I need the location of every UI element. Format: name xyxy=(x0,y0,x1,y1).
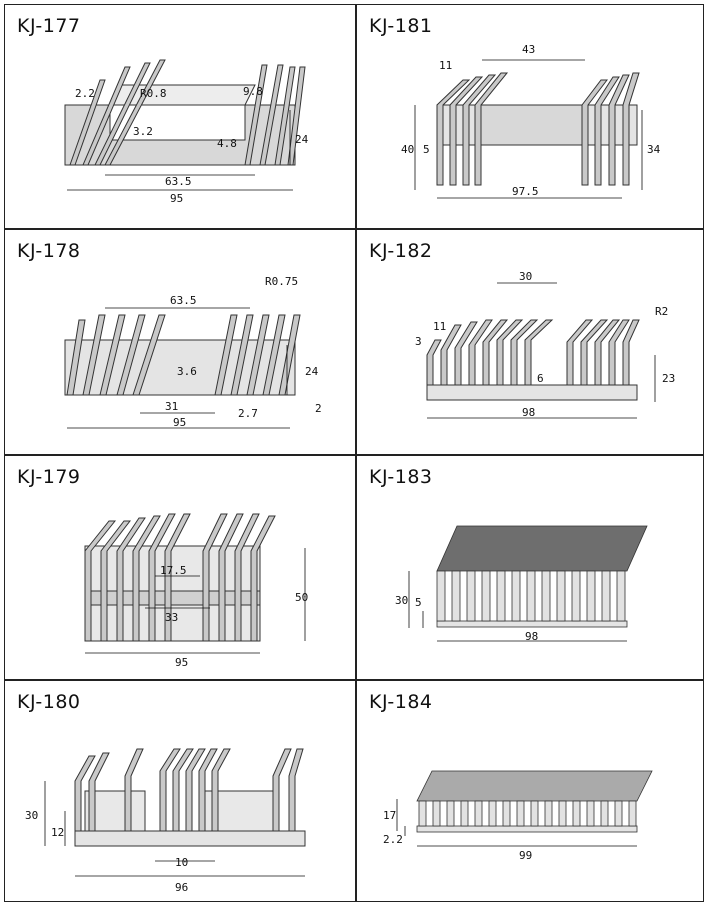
dim-50: 50 xyxy=(295,591,308,604)
model-label: KJ-179 xyxy=(17,466,81,488)
heatsink-drawing: 17.5 33 50 95 xyxy=(84,513,308,669)
dim-11: 11 xyxy=(433,320,446,333)
model-label: KJ-177 xyxy=(17,15,81,37)
catalog-grid: KJ-177 2.2 R0 xyxy=(4,4,704,902)
dim-12: 12 xyxy=(51,826,64,839)
heatsink-drawing: 30 5 98 xyxy=(395,525,648,643)
dim-63-5: 63.5 xyxy=(170,294,197,307)
profile-kj-178: KJ-178 xyxy=(5,230,353,453)
heatsink-drawing: 30 11 3 R2 6 23 98 xyxy=(415,270,675,419)
profile-kj-181: KJ-181 11 43 xyxy=(357,5,705,228)
dim-r0-8: R0.8 xyxy=(140,87,167,100)
column-divider xyxy=(355,5,357,901)
dim-23: 23 xyxy=(662,372,675,385)
dim-3: 3 xyxy=(415,335,422,348)
dim-33: 33 xyxy=(165,611,178,624)
model-label: KJ-178 xyxy=(17,240,81,262)
dim-24: 24 xyxy=(305,365,319,378)
dim-6: 6 xyxy=(537,372,544,385)
dim-r0-75: R0.75 xyxy=(265,275,298,288)
dim-30: 30 xyxy=(395,594,408,607)
heatsink-drawing: 2.2 R0.8 3.2 9.8 4.8 24 63.5 95 xyxy=(64,59,309,205)
dim-97-5: 97.5 xyxy=(512,185,539,198)
dim-2-7: 2.7 xyxy=(238,407,258,420)
dim-10: 10 xyxy=(175,856,188,869)
dim-30: 30 xyxy=(519,270,532,283)
profile-kj-183: KJ-183 30 5 98 xyxy=(357,456,705,679)
dim-99: 99 xyxy=(519,849,532,862)
dim-95: 95 xyxy=(173,416,186,429)
dim-95: 95 xyxy=(175,656,188,669)
dim-9-8: 9.8 xyxy=(243,85,263,98)
dim-2-2: 2.2 xyxy=(75,87,95,100)
dim-40: 40 xyxy=(401,143,414,156)
heatsink-drawing: 11 43 40 5 34 97.5 xyxy=(401,43,661,199)
dim-98: 98 xyxy=(525,630,538,643)
dim-5: 5 xyxy=(423,143,430,156)
model-label: KJ-181 xyxy=(369,15,433,37)
dim-30: 30 xyxy=(25,809,38,822)
dim-2-2: 2.2 xyxy=(383,833,403,846)
dim-24: 24 xyxy=(295,133,309,146)
profile-kj-179: KJ-179 xyxy=(5,456,353,679)
model-label: KJ-183 xyxy=(369,466,433,488)
profile-kj-182: KJ-182 xyxy=(357,230,705,453)
heatsink-drawing: 63.5 R0.75 3.6 24 31 2.7 2 95 xyxy=(64,275,322,429)
model-label: KJ-182 xyxy=(369,240,433,262)
dim-34: 34 xyxy=(647,143,661,156)
dim-5: 5 xyxy=(415,596,422,609)
dim-96: 96 xyxy=(175,881,188,894)
row-divider xyxy=(5,679,703,681)
dim-95: 95 xyxy=(170,192,183,205)
dim-11: 11 xyxy=(439,59,452,72)
row-divider xyxy=(5,454,703,456)
dim-43: 43 xyxy=(522,43,535,56)
heatsink-drawing: 30 12 10 96 xyxy=(25,748,306,894)
profile-kj-180: KJ-180 xyxy=(5,681,353,904)
dim-63-5: 63.5 xyxy=(165,175,192,188)
dim-17-5: 17.5 xyxy=(160,564,187,577)
row-divider xyxy=(5,228,703,230)
profile-kj-184: KJ-184 17 2.2 99 xyxy=(357,681,705,904)
model-label: KJ-180 xyxy=(17,691,81,713)
heatsink-drawing: 17 2.2 99 xyxy=(383,770,653,862)
profile-kj-177: KJ-177 2.2 R0 xyxy=(5,5,353,228)
dim-17: 17 xyxy=(383,809,396,822)
dim-r2: R2 xyxy=(655,305,668,318)
fin-row xyxy=(436,570,626,622)
dim-31: 31 xyxy=(165,400,178,413)
dim-98: 98 xyxy=(522,406,535,419)
model-label: KJ-184 xyxy=(369,691,433,713)
dim-3-2: 3.2 xyxy=(133,125,153,138)
dim-4-8: 4.8 xyxy=(217,137,237,150)
dim-3-6: 3.6 xyxy=(177,365,197,378)
dim-2: 2 xyxy=(315,402,322,415)
fin-row xyxy=(418,800,637,827)
